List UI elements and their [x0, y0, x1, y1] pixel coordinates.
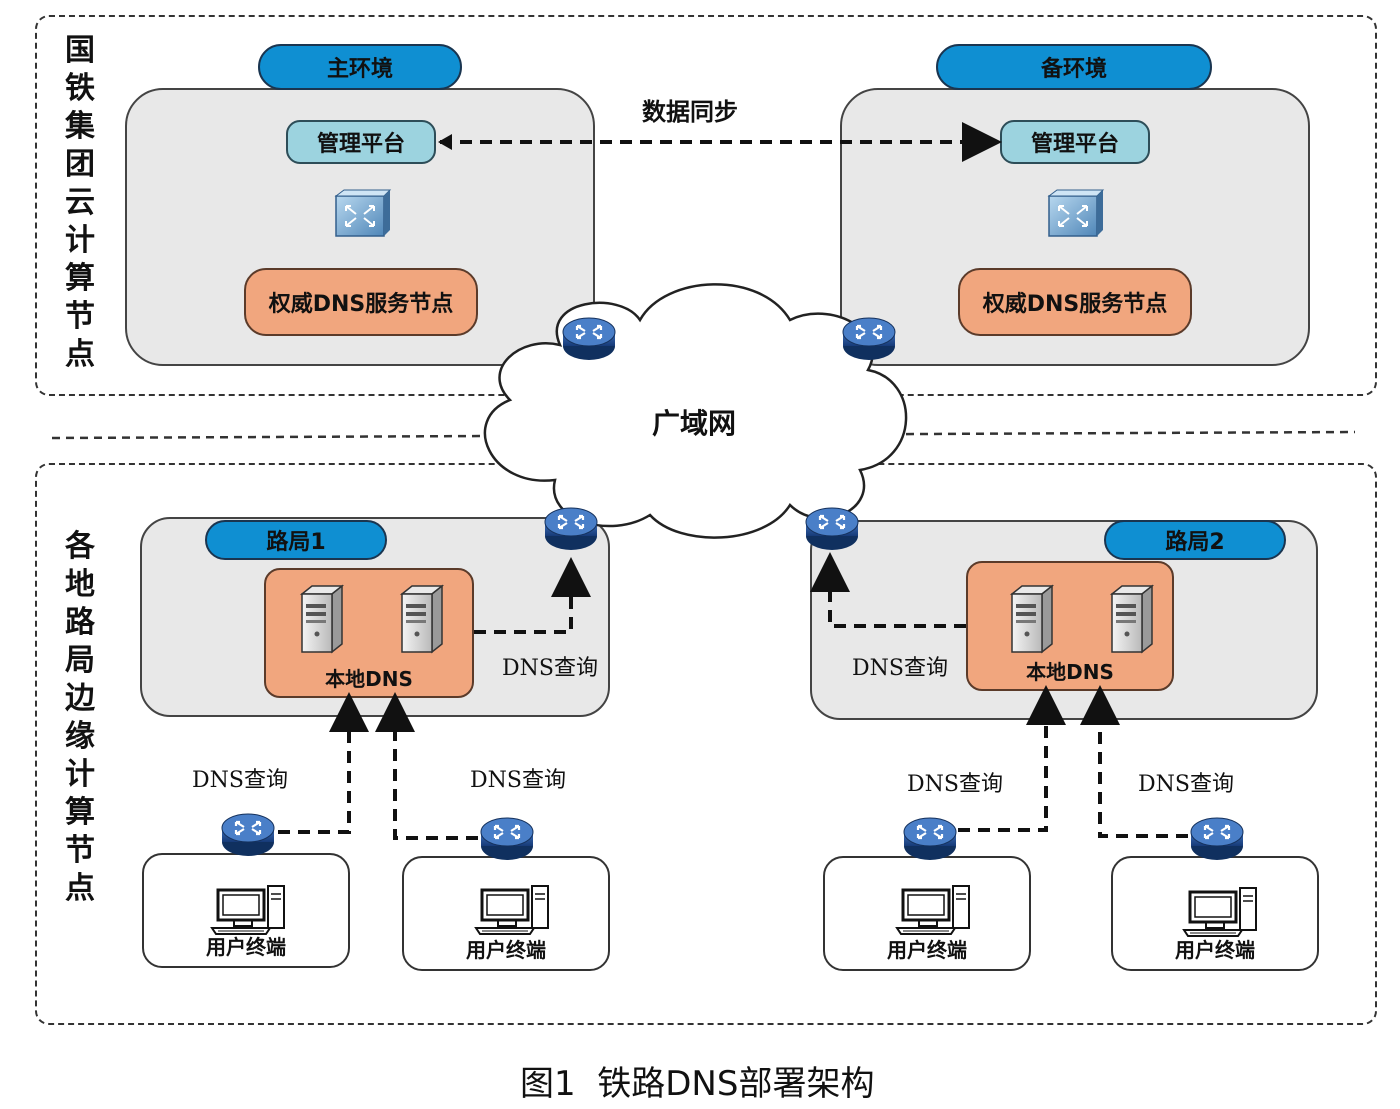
- terminal-label-4: 用户终端: [1175, 938, 1255, 962]
- edge-zone-title-char: 路: [65, 605, 95, 640]
- bureau1-query-arrow: [474, 557, 591, 634]
- bureau1-local-dns-label: 本地DNS: [325, 667, 413, 691]
- terminal-label-1: 用户终端: [206, 935, 286, 959]
- terminal2-query-label: DNS查询: [470, 768, 566, 793]
- cloud-zone-title-char: 团: [65, 147, 95, 182]
- cloud-zone-title-char: 算: [65, 261, 95, 296]
- cloud-zone-title: 国铁集团云计算节点: [60, 32, 100, 374]
- figure-caption: 图1 铁路DNS部署架构: [520, 1064, 875, 1104]
- terminal1-router-icon: [220, 812, 276, 858]
- cloud-zone-title-char: 国: [65, 33, 95, 68]
- terminal1-pc-icon: [210, 884, 286, 936]
- cloud-zone-title-char: 铁: [65, 71, 95, 106]
- edge-zone-title-char: 局: [65, 643, 95, 678]
- bureau1-server-icon-a: [301, 585, 343, 653]
- terminal4-query-label: DNS查询: [1138, 772, 1234, 797]
- primary-switch-icon: [335, 189, 391, 237]
- edge-zone-title-char: 边: [65, 681, 95, 716]
- terminal2-pc-icon: [474, 884, 550, 936]
- terminal2-router-icon: [479, 816, 535, 862]
- bureau1-router-icon: [543, 506, 599, 552]
- backup-switch-icon: [1048, 189, 1104, 237]
- backup-router-icon: [841, 316, 897, 362]
- bureau2-router-icon: [804, 506, 860, 552]
- edge-zone-title-char: 算: [65, 795, 95, 830]
- backup-env-tab: 备环境: [936, 44, 1212, 90]
- terminal4-query-arrow: [1080, 685, 1188, 838]
- bureau1-server-icon-b: [401, 585, 443, 653]
- primary-authoritative-dns: 权威DNS服务节点: [244, 268, 478, 336]
- bureau1-query-label: DNS查询: [502, 656, 598, 681]
- edge-zone-title-char: 点: [65, 871, 95, 906]
- terminal3-router-icon: [902, 816, 958, 862]
- terminal3-pc-icon: [895, 884, 971, 936]
- terminal4-router-icon: [1189, 816, 1245, 862]
- primary-env-tab: 主环境: [258, 44, 462, 90]
- edge-zone-title: 各地路局边缘计算节点: [60, 528, 100, 908]
- sync-label: 数据同步: [642, 98, 738, 126]
- cloud-zone-title-char: 云: [65, 185, 95, 220]
- wan-label: 广域网: [652, 407, 737, 440]
- terminal-label-3: 用户终端: [887, 938, 967, 962]
- bureau2-local-dns: 本地DNS: [966, 561, 1174, 691]
- edge-zone-title-char: 地: [65, 567, 95, 602]
- bureau2-query-label: DNS查询: [852, 656, 948, 681]
- terminal1-query-arrow: [278, 692, 369, 834]
- edge-zone-title-char: 各: [65, 529, 95, 564]
- cloud-zone-title-char: 节: [65, 299, 95, 334]
- backup-mgmt-platform: 管理平台: [1000, 120, 1150, 164]
- cloud-zone-title-char: 点: [65, 337, 95, 372]
- bureau2-server-icon-a: [1011, 585, 1053, 653]
- bureau1-tab: 路局1: [205, 520, 387, 560]
- edge-zone-title-char: 计: [65, 757, 95, 792]
- terminal3-query-arrow: [958, 685, 1066, 832]
- bureau2-server-icon-b: [1111, 585, 1153, 653]
- bureau2-tab: 路局2: [1104, 520, 1286, 560]
- bureau2-local-dns-label: 本地DNS: [1026, 660, 1114, 684]
- primary-mgmt-platform: 管理平台: [286, 120, 436, 164]
- cloud-zone-title-char: 集: [65, 109, 95, 144]
- terminal1-query-label: DNS查询: [192, 768, 288, 793]
- bureau2-query-arrow: [810, 552, 966, 628]
- terminal-box-4: 用户终端: [1111, 856, 1319, 971]
- edge-zone-title-char: 缘: [65, 719, 95, 754]
- edge-zone-title-char: 节: [65, 833, 95, 868]
- terminal4-pc-icon: [1182, 886, 1258, 938]
- primary-router-icon: [561, 316, 617, 362]
- cloud-zone-title-char: 计: [65, 223, 95, 258]
- terminal3-query-label: DNS查询: [907, 772, 1003, 797]
- terminal2-query-arrow: [375, 692, 478, 840]
- backup-authoritative-dns: 权威DNS服务节点: [958, 268, 1192, 336]
- terminal-label-2: 用户终端: [466, 938, 546, 962]
